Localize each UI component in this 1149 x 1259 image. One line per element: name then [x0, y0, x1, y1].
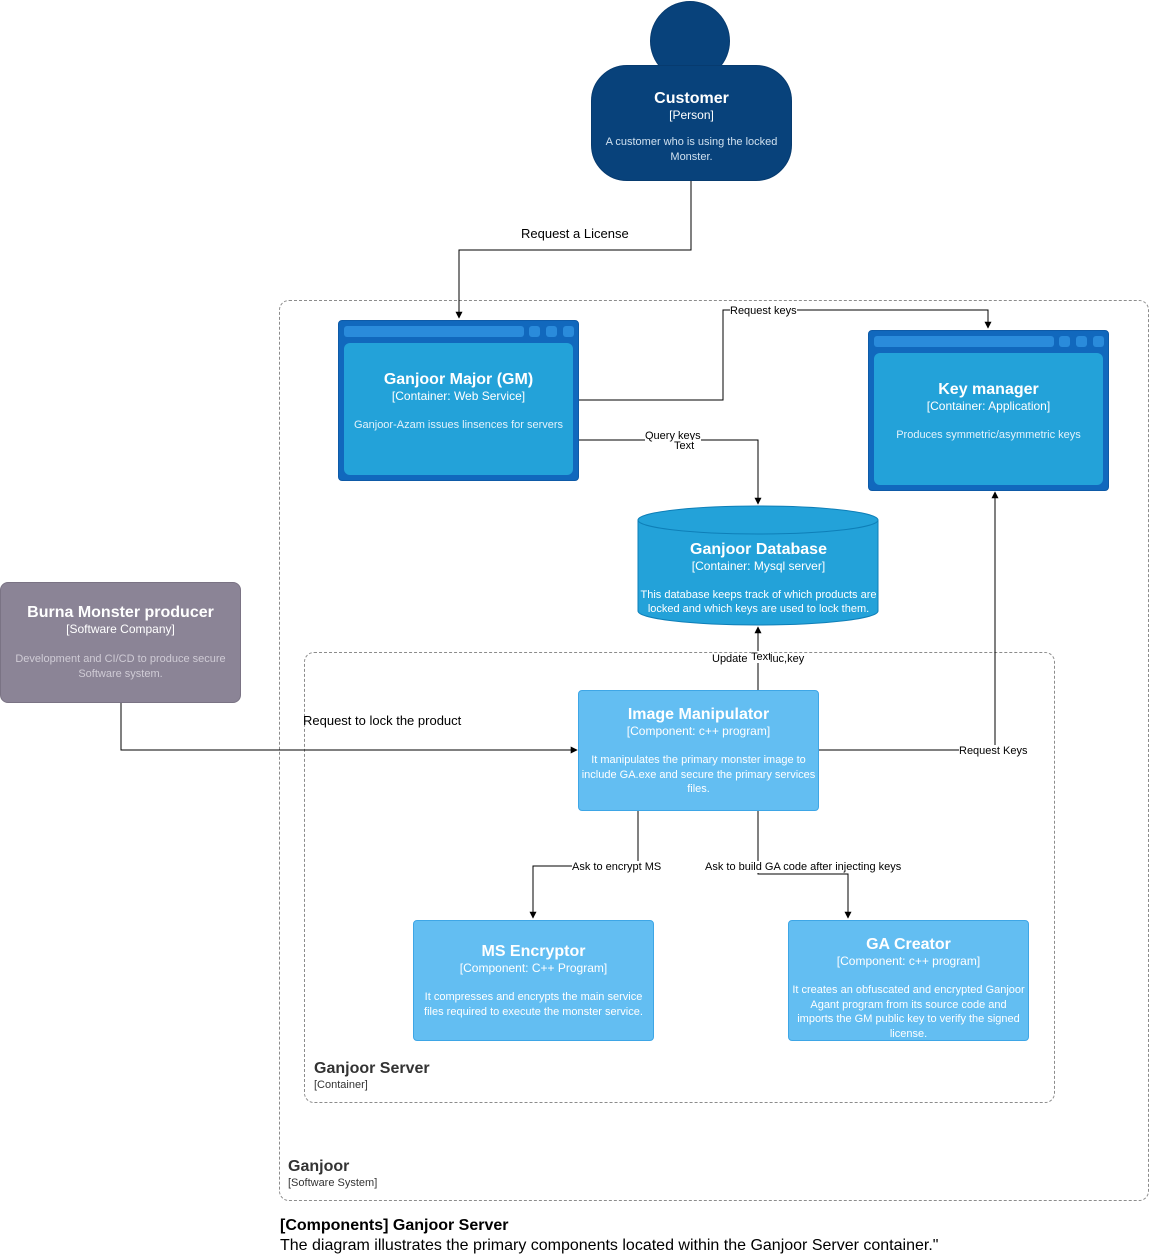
window-button-icon [1093, 336, 1104, 347]
ganjoor-server-boundary-name: Ganjoor Server [314, 1060, 430, 1077]
producer-description: Development and CI/CD to produce secure … [15, 653, 226, 680]
edge-label-update: Update [712, 653, 748, 665]
ms-encryptor-type: [Component: C++ Program] [459, 961, 608, 975]
window-frame-icon [344, 326, 524, 337]
edge-label-query-keys: Query keys [645, 430, 701, 442]
ganjoor-major-name: Ganjoor Major (GM) [383, 371, 534, 388]
ganjoor-server-boundary [304, 652, 1055, 1103]
diagram-caption-description: The diagram illustrates the primary comp… [280, 1237, 939, 1254]
database-name: Ganjoor Database [690, 541, 827, 558]
edge-label-update-text: Text [751, 651, 772, 663]
edge-label-ask-build: Ask to build GA code after injecting key… [705, 861, 902, 873]
customer-person[interactable]: Customer [Person] A customer who is usin… [591, 65, 792, 181]
image-manipulator-component[interactable]: Image Manipulator [Component: c++ progra… [578, 690, 819, 811]
ms-encryptor-description: It compresses and encrypts the main serv… [424, 991, 643, 1018]
customer-description: A customer who is using the locked Monst… [605, 136, 778, 163]
ganjoor-boundary-name: Ganjoor [288, 1158, 350, 1175]
ms-encryptor-name: MS Encryptor [481, 943, 586, 960]
edge-label-ask-encrypt: Ask to encrypt MS [572, 861, 662, 873]
edge-label-update-luc-key: luc,key [770, 653, 805, 665]
database-type: [Container: Mysql server] [691, 559, 826, 573]
edge-request-lock [120, 703, 578, 754]
key-manager-container[interactable]: Key manager [Container: Application] Pro… [868, 330, 1109, 491]
diagram-caption-title: [Components] Ganjoor Server [280, 1217, 509, 1234]
database-description: This database keeps track of which produ… [640, 589, 877, 615]
producer-type: [Software Company] [66, 622, 175, 636]
image-manipulator-description: It manipulates the primary monster image… [581, 754, 816, 795]
key-manager-type: [Container: Application] [926, 399, 1051, 413]
customer-type: [Person] [669, 108, 714, 122]
edge-label-request-lock: Request to lock the product [303, 713, 462, 728]
edge-request-keys-top [579, 309, 992, 401]
edge-label-request-keys-right: Request Keys [959, 745, 1028, 757]
burna-monster-producer[interactable]: Burna Monster producer [Software Company… [0, 582, 241, 703]
customer-name: Customer [654, 90, 729, 107]
ganjoor-major-type: [Container: Web Service] [391, 389, 526, 403]
edge-label-query-keys-text: Text [674, 440, 695, 452]
ganjoor-major-description: Ganjoor-Azam issues linsences for server… [353, 419, 564, 431]
ga-creator-component[interactable]: GA Creator [Component: c++ program] It c… [788, 920, 1029, 1041]
edge-label-request-license: Request a License [521, 226, 629, 241]
window-frame-icon [874, 336, 1054, 347]
ganjoor-major-container[interactable]: Ganjoor Major (GM) [Container: Web Servi… [338, 320, 579, 481]
key-manager-description: Produces symmetric/asymmetric keys [896, 429, 1081, 441]
ms-encryptor-component[interactable]: MS Encryptor [Component: C++ Program] It… [413, 920, 654, 1041]
ga-creator-name: GA Creator [866, 936, 951, 953]
ganjoor-database[interactable]: Ganjoor Database [Container: Mysql serve… [638, 540, 879, 616]
ganjoor-server-boundary-type: [Container] [314, 1079, 368, 1091]
ganjoor-boundary-type: [Software System] [288, 1177, 378, 1189]
edge-label-request-keys-top: Request keys [730, 305, 797, 317]
edge-request-license [455, 181, 692, 319]
window-button-icon [563, 326, 574, 337]
window-button-icon [1059, 336, 1070, 347]
image-manipulator-type: [Component: c++ program] [626, 724, 771, 738]
window-button-icon [529, 326, 540, 337]
window-button-icon [1076, 336, 1087, 347]
edge-query-keys [579, 439, 762, 505]
ga-creator-description: It creates an obfuscated and encrypted G… [792, 984, 1025, 1040]
ga-creator-type: [Component: c++ program] [836, 954, 981, 968]
edge-ask-build [757, 811, 852, 919]
producer-name: Burna Monster producer [27, 604, 214, 621]
database-cylinder-icon [637, 505, 879, 626]
image-manipulator-name: Image Manipulator [627, 706, 770, 723]
key-manager-name: Key manager [938, 381, 1039, 398]
window-button-icon [546, 326, 557, 337]
